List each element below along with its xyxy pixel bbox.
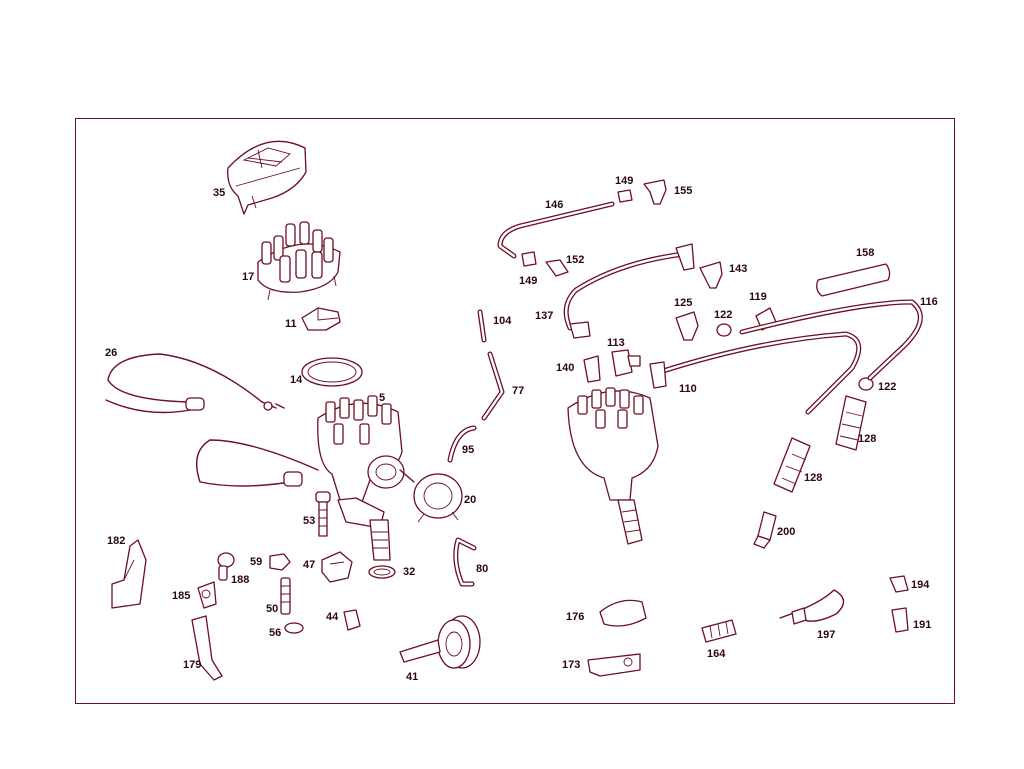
label-95: 95 xyxy=(462,444,474,456)
label-140: 140 xyxy=(556,362,574,374)
label-5: 5 xyxy=(379,392,385,404)
part-149-fitting xyxy=(617,189,633,203)
part-14-ring xyxy=(301,357,363,387)
part-104-hose xyxy=(477,309,487,343)
part-50-stud xyxy=(280,577,291,615)
part-164-connector-block xyxy=(701,619,737,643)
label-119: 119 xyxy=(749,291,767,303)
label-35: 35 xyxy=(213,187,225,199)
part-11-rotor xyxy=(301,307,341,331)
part-labels: 35 17 11 14 5 26 53 20 95 104 77 32 80 4… xyxy=(105,175,938,683)
label-50: 50 xyxy=(266,603,278,615)
label-59: 59 xyxy=(250,556,262,568)
label-113: 113 xyxy=(607,337,625,349)
part-152-elbow xyxy=(545,259,569,277)
part-44-cap xyxy=(343,609,361,631)
label-26: 26 xyxy=(105,347,117,359)
label-77: 77 xyxy=(512,385,524,397)
part-59-nut xyxy=(269,553,291,571)
label-125: 125 xyxy=(674,297,692,309)
part-155-elbow xyxy=(643,179,667,205)
label-104: 104 xyxy=(493,315,512,327)
label-200: 200 xyxy=(777,526,795,538)
label-179: 179 xyxy=(183,659,201,671)
label-155: 155 xyxy=(674,185,692,197)
part-158-sleeve xyxy=(816,263,891,297)
part-116-lead xyxy=(739,299,923,381)
label-173: 173 xyxy=(562,659,580,671)
part-77-hose xyxy=(481,351,505,421)
label-44: 44 xyxy=(326,611,339,623)
label-110: 110 xyxy=(679,383,697,395)
label-149: 149 xyxy=(615,175,633,187)
part-41-pulley xyxy=(399,615,481,669)
label-137: 137 xyxy=(535,310,553,322)
part-113-connector xyxy=(611,349,641,377)
label-41: 41 xyxy=(406,671,418,683)
part-125-connector xyxy=(675,311,699,341)
part-110-lead xyxy=(649,331,862,415)
part-143-connector xyxy=(699,261,723,289)
label-149: 149 xyxy=(519,275,537,287)
label-197: 197 xyxy=(817,629,835,641)
label-164: 164 xyxy=(707,648,726,660)
label-32: 32 xyxy=(403,566,415,578)
part-173-bracket xyxy=(587,653,641,677)
part-20-vacuum-unit xyxy=(399,469,463,523)
part-185-clamp xyxy=(197,581,217,609)
distributor-assembly-right xyxy=(567,387,659,545)
label-122: 122 xyxy=(878,381,896,393)
part-188-bolt xyxy=(217,552,235,581)
part-122-grommet xyxy=(716,323,732,337)
diagram-frame xyxy=(75,118,955,704)
label-128: 128 xyxy=(804,472,822,484)
label-116: 116 xyxy=(920,296,938,308)
part-146-tube xyxy=(497,201,615,259)
label-188: 188 xyxy=(231,574,249,586)
label-17: 17 xyxy=(242,271,254,283)
label-182: 182 xyxy=(107,535,125,547)
part-137-line xyxy=(563,243,695,339)
part-149-fitting xyxy=(521,251,537,267)
part-122-grommet xyxy=(858,377,874,391)
part-182-bracket xyxy=(111,539,147,609)
label-14: 14 xyxy=(290,374,303,386)
part-176-sleeve xyxy=(599,599,647,627)
part-26-cables xyxy=(105,353,319,487)
part-128-plug-connector xyxy=(773,437,811,493)
part-32-oring xyxy=(368,565,396,579)
part-35-cap-cover xyxy=(227,140,307,215)
part-5-distributor xyxy=(317,395,405,561)
part-179-strap xyxy=(191,615,223,681)
label-152: 152 xyxy=(566,254,584,266)
label-158: 158 xyxy=(856,247,874,259)
part-47-clamp xyxy=(321,551,353,583)
label-80: 80 xyxy=(476,563,488,575)
part-128-plug-connector xyxy=(835,395,867,451)
label-176: 176 xyxy=(566,611,584,623)
label-47: 47 xyxy=(303,559,315,571)
label-128: 128 xyxy=(858,433,876,445)
label-194: 194 xyxy=(911,579,930,591)
part-200-spark-plug xyxy=(753,511,777,549)
part-80-hose xyxy=(453,537,477,587)
label-185: 185 xyxy=(172,590,190,602)
label-11: 11 xyxy=(285,318,297,330)
part-140-connector xyxy=(583,355,601,383)
label-20: 20 xyxy=(464,494,476,506)
label-191: 191 xyxy=(913,619,931,631)
label-53: 53 xyxy=(303,515,315,527)
part-95-hose xyxy=(447,425,477,463)
part-197-cable-tie xyxy=(779,589,845,625)
part-53-bolt xyxy=(315,491,331,537)
part-56-washer xyxy=(284,622,304,634)
part-194-clip xyxy=(889,575,909,593)
label-143: 143 xyxy=(729,263,747,275)
part-191-clip xyxy=(891,607,909,633)
label-146: 146 xyxy=(545,199,563,211)
label-56: 56 xyxy=(269,627,281,639)
part-17-distributor-cap xyxy=(257,221,341,301)
label-122: 122 xyxy=(714,309,732,321)
